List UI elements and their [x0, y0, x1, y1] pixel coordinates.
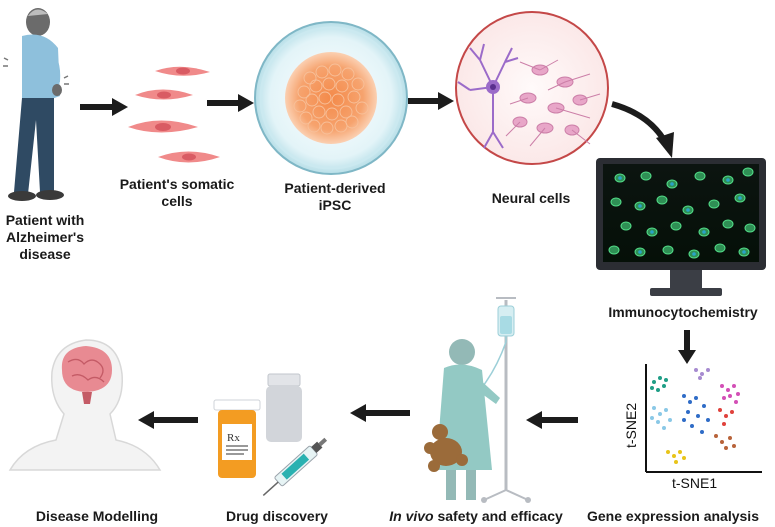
pill-bottle-icon: [213, 399, 261, 478]
arrow-gene-to-invivo: [526, 411, 578, 429]
teddy-bear-icon: [424, 424, 468, 472]
white-bottle-icon: [266, 373, 302, 442]
tsne-cluster-magenta: [720, 384, 740, 404]
tsne-cluster-yellow: [666, 450, 686, 464]
tsne-cluster-blue: [682, 394, 710, 434]
somatic-cells-icon: [128, 66, 220, 163]
neuron-icon: [455, 11, 609, 165]
tsne-cluster-red: [718, 408, 734, 426]
label-gene-expression: Gene expression analysis: [587, 508, 759, 524]
monitor-icon: [596, 158, 766, 296]
label-drug-discovery: Drug discovery: [226, 508, 328, 524]
arrow-drug-to-disease: [138, 411, 198, 429]
arrow-somatic-to-ipsc: [207, 94, 254, 112]
label-disease-modelling: Disease Modelling: [35, 508, 159, 524]
label-neural-cells: Neural cells: [491, 190, 571, 206]
arrow-invivo-to-drug: [350, 404, 410, 422]
head-brain-icon: [8, 339, 162, 471]
label-ipsc: Patient-derived iPSC: [284, 180, 386, 213]
arrow-ipsc-to-neural: [408, 92, 454, 110]
tsne-cluster-teal: [650, 376, 668, 392]
arrow-neural-to-monitor: [611, 101, 674, 158]
elderly-patient-icon: [3, 8, 69, 201]
iv-drip-icon: [479, 297, 531, 503]
rx-label: Rx: [227, 432, 240, 444]
tsne-plot: [645, 364, 762, 473]
label-in-vivo: In vivo safety and efficacy: [389, 508, 563, 524]
label-somatic-cells: Patient's somatic cells: [119, 176, 235, 209]
petri-dish-icon: [254, 21, 408, 175]
label-immunocytochemistry: Immunocytochemistry: [608, 304, 758, 320]
child-patient-icon: [424, 339, 500, 500]
tsne-x-label: t-SNE1: [672, 475, 717, 491]
arrow-icc-to-gene: [678, 330, 696, 364]
arrow-patient-to-somatic: [80, 98, 128, 116]
tsne-y-label: t-SNE2: [623, 403, 639, 448]
syringe-icon: [262, 437, 328, 496]
label-patient: Patient with Alzheimer's disease: [5, 212, 85, 262]
tsne-cluster-lightblue: [650, 406, 672, 430]
tsne-cluster-brown: [714, 434, 736, 450]
tsne-cluster-purple: [694, 368, 710, 380]
